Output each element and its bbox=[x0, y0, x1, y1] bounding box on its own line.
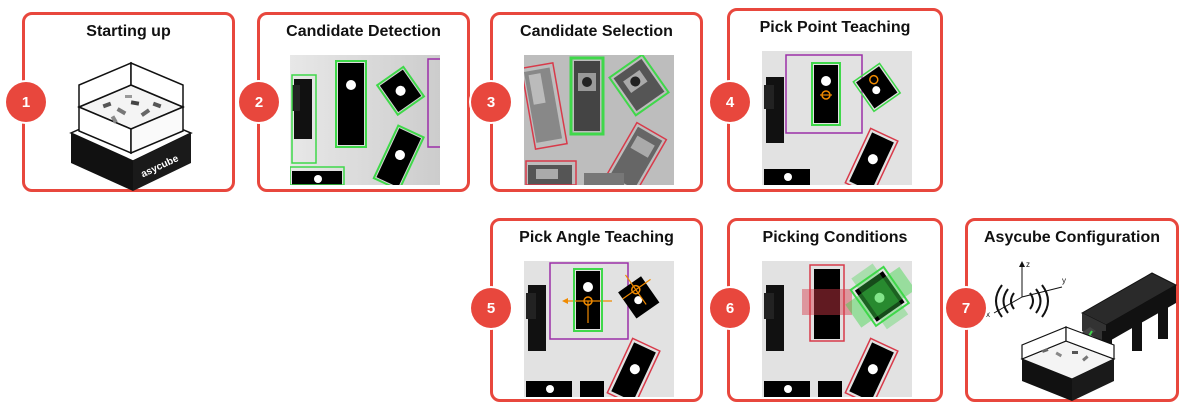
axis-label-y: y bbox=[1062, 276, 1066, 285]
step-title: Starting up bbox=[86, 23, 171, 40]
step-title: Pick Point Teaching bbox=[759, 19, 911, 36]
step-badge-2: 2 bbox=[239, 82, 279, 122]
step-badge-5: 5 bbox=[471, 288, 511, 328]
step-badge-6: 6 bbox=[710, 288, 750, 328]
step-title: Candidate Detection bbox=[286, 23, 441, 40]
picking-conditions-image bbox=[762, 261, 912, 397]
step-badge-3: 3 bbox=[471, 82, 511, 122]
pick-angle-teaching-image bbox=[524, 261, 674, 397]
step-badge-1: 1 bbox=[6, 82, 46, 122]
step-card-candidate-selection: Candidate Selection bbox=[490, 12, 703, 192]
step-card-candidate-detection: Candidate Detection bbox=[257, 12, 470, 192]
pick-point-teaching-image bbox=[762, 51, 912, 185]
step-title: Picking Conditions bbox=[762, 229, 908, 246]
axis-label-z: z bbox=[1026, 260, 1030, 269]
step-title: Asycube Configuration bbox=[983, 229, 1160, 246]
axis-label-x: x bbox=[986, 310, 990, 319]
step-badge-7: 7 bbox=[946, 288, 986, 328]
step-card-starting-up: Starting up asycube bbox=[22, 12, 235, 192]
step-badge-4: 4 bbox=[710, 82, 750, 122]
step-card-picking-conditions: Picking Conditions bbox=[727, 218, 943, 402]
asycube-feeder-illustration: asycube bbox=[61, 51, 201, 191]
step-card-asycube-configuration: Asycube Configuration z y x bbox=[965, 218, 1179, 402]
candidate-detection-image bbox=[290, 55, 440, 185]
step-card-pick-point-teaching: Pick Point Teaching bbox=[727, 8, 943, 192]
step-title: Pick Angle Teaching bbox=[519, 229, 674, 246]
step-title: Candidate Selection bbox=[520, 23, 673, 40]
candidate-selection-image bbox=[524, 55, 674, 185]
asycube-configuration-illustration: z y x bbox=[982, 251, 1178, 401]
step-card-pick-angle-teaching: Pick Angle Teaching bbox=[490, 218, 703, 402]
